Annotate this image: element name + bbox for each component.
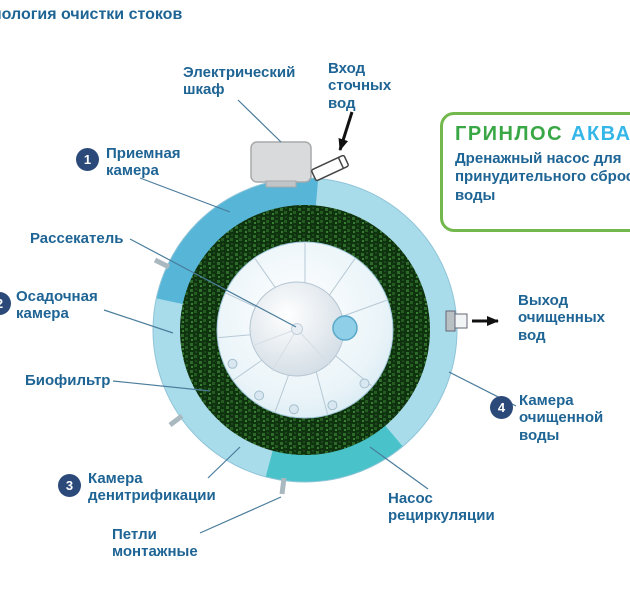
pointer-line-recirculation-pump	[369, 446, 429, 490]
label-recirculation-pump: Насос рециркуляции	[388, 490, 495, 525]
pointer-line-biofilter	[112, 380, 211, 392]
inlet-arrow	[338, 111, 354, 151]
mounting-pins	[153, 257, 287, 495]
label-sedimentation-chamber: Осадочная камера	[16, 288, 98, 323]
label-denitrification-chamber: Камера денитрификации	[88, 470, 216, 505]
pointer-line-denitrification-chamber	[207, 446, 241, 479]
label-clean-water-chamber: Камера очищенной воды	[519, 392, 604, 444]
pointer-line-mounting-loops	[199, 496, 282, 534]
mounting-pin	[279, 477, 287, 495]
pointer-line-electrical-cabinet	[237, 99, 282, 143]
label-mounting-loops: Петли монтажные	[112, 526, 198, 561]
brand-description: Дренажный насос для принудительного сбро…	[455, 150, 630, 204]
bolt	[227, 358, 238, 369]
label-receiving-chamber: Приемная камера	[106, 145, 181, 180]
label-inlet: Вход сточных вод	[328, 60, 392, 112]
badge-sedimentation-chamber: 2	[0, 292, 11, 315]
mounting-pin	[168, 414, 184, 427]
mounting-pin	[153, 257, 171, 270]
brand-name-blue: АКВА	[571, 123, 630, 145]
bolt	[327, 400, 338, 411]
biofilter-ring	[180, 205, 430, 455]
pointer-line-receiving-chamber	[139, 177, 231, 213]
label-diffuser: Рассекатель	[30, 230, 124, 247]
electrical-cabinet-box	[250, 141, 312, 183]
brand-infobox: ГРИНЛОС АКВА Дренажный насос для принудит…	[440, 112, 630, 232]
inlet-pipe	[311, 154, 349, 182]
bolt	[359, 378, 370, 389]
clean-water-segment	[265, 424, 403, 482]
label-electrical-cabinet: Электрический шкаф	[183, 64, 296, 99]
brand-title: ГРИНЛОС АКВА	[455, 123, 630, 146]
electrical-cabinet-base	[265, 180, 297, 188]
bolt	[288, 404, 299, 415]
receiving-chamber-segment	[156, 178, 319, 305]
badge-receiving-chamber: 1	[76, 148, 99, 171]
diffuser-cone-lines	[251, 328, 331, 372]
bolts	[227, 358, 370, 415]
bolt	[254, 390, 265, 401]
badge-denitrification-chamber: 3	[58, 474, 81, 497]
pointer-lines	[103, 99, 517, 534]
label-outlet: Выход очищенных вод	[518, 292, 605, 344]
page-title: нология очистки стоков	[0, 6, 183, 23]
badge-clean-water-chamber: 4	[490, 396, 513, 419]
label-biofilter: Биофильтр	[25, 372, 111, 389]
pointer-line-sedimentation-chamber	[103, 309, 174, 334]
brand-name-green: ГРИНЛОС	[455, 123, 564, 145]
recirculation-pump-circle	[332, 315, 358, 341]
pointer-line-diffuser	[129, 238, 297, 328]
outlet-pipe	[445, 310, 468, 332]
